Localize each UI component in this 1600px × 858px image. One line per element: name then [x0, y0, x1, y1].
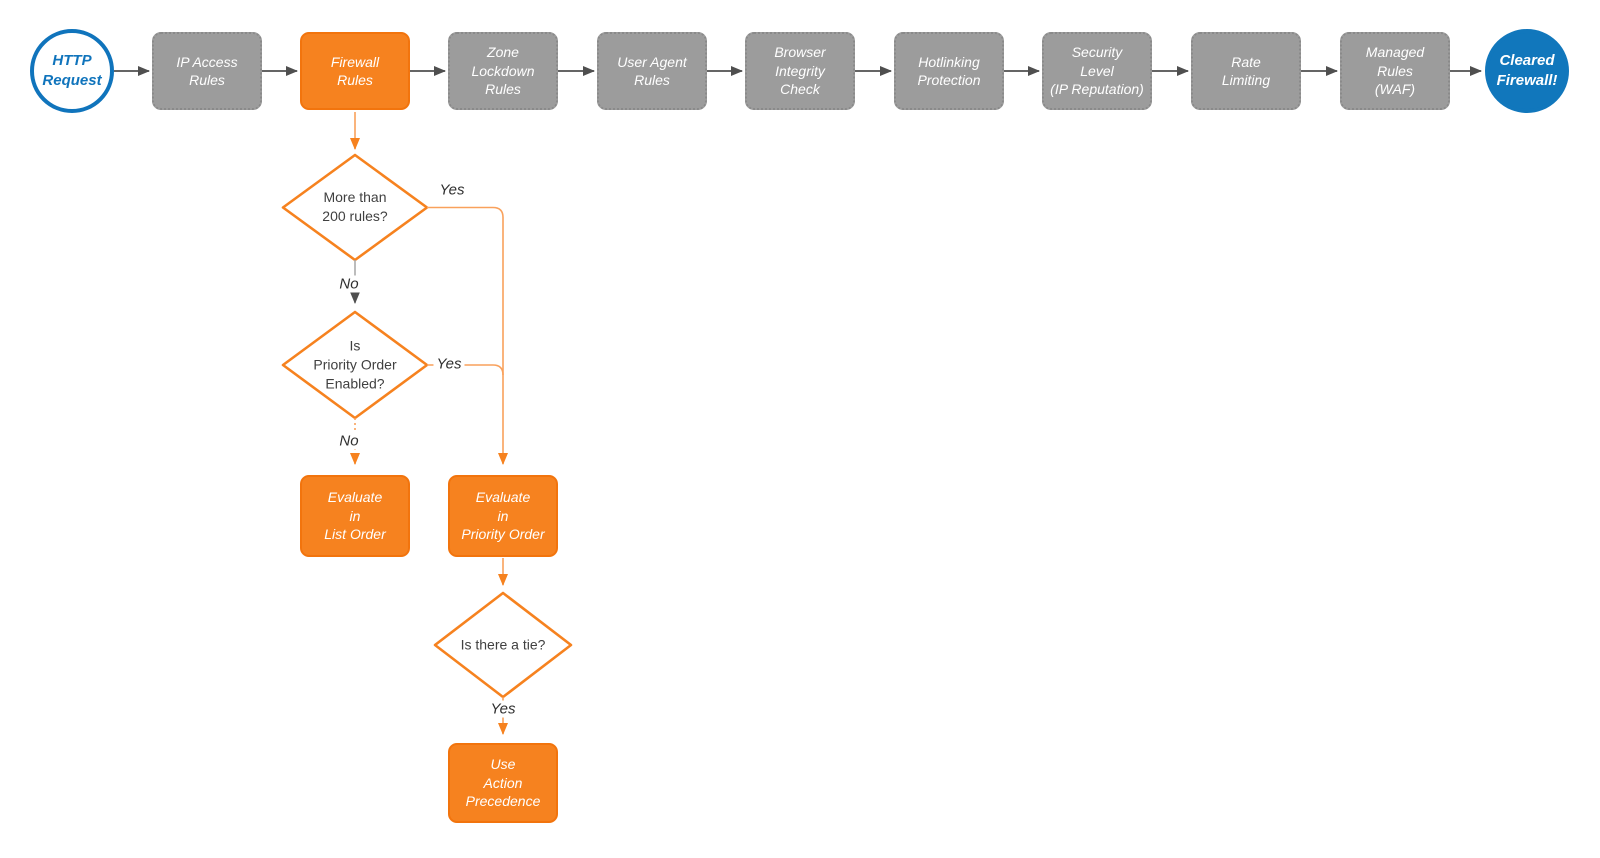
step-hotlinking-protection: Hotlinking Protection — [894, 32, 1004, 110]
edge-yes-priority-enabled-to-priority-order — [427, 364, 504, 376]
step-label: Firewall Rules — [330, 53, 380, 88]
action-label: Use Action Precedence — [465, 756, 541, 810]
start-node-http-request: HTTP Request — [30, 29, 114, 113]
edge-label-no-200-rules: No — [336, 275, 362, 293]
step-label: Browser Integrity Check — [774, 44, 826, 98]
step-ip-access-rules: IP Access Rules — [152, 32, 262, 110]
step-firewall-rules: Firewall Rules — [300, 32, 410, 110]
step-zone-lockdown-rules: Zone Lockdown Rules — [448, 32, 558, 110]
edge-label-no-priority-enabled: No — [336, 432, 362, 450]
action-evaluate-in-priority-order: Evaluate in Priority Order — [448, 475, 558, 557]
step-label: Zone Lockdown Rules — [471, 44, 535, 98]
start-node-label: HTTP Request — [42, 52, 102, 89]
decision-more-than-200-rules-label: More than 200 rules? — [322, 189, 388, 224]
action-evaluate-in-list-order: Evaluate in List Order — [300, 475, 410, 557]
step-label: Security Level (IP Reputation) — [1050, 44, 1144, 98]
edge-yes-200-rules-to-priority-order — [427, 206, 508, 465]
step-label: Rate Limiting — [1221, 53, 1271, 88]
end-node-label: Cleared Firewall! — [1496, 52, 1558, 89]
step-label: IP Access Rules — [176, 53, 238, 88]
step-browser-integrity-check: Browser Integrity Check — [745, 32, 855, 110]
action-label: Evaluate in List Order — [324, 489, 386, 543]
decision-is-there-a-tie-label: Is there a tie? — [460, 636, 546, 653]
step-rate-limiting: Rate Limiting — [1191, 32, 1301, 110]
edge-label-yes-tie: Yes — [487, 700, 519, 718]
action-label: Evaluate in Priority Order — [461, 489, 545, 543]
action-use-action-precedence: Use Action Precedence — [448, 743, 558, 823]
edge-label-yes-200-rules: Yes — [436, 181, 468, 199]
edge-label-yes-priority-enabled: Yes — [433, 355, 465, 373]
step-user-agent-rules: User Agent Rules — [597, 32, 707, 110]
end-node-cleared-firewall: Cleared Firewall! — [1485, 29, 1569, 113]
step-label: Managed Rules (WAF) — [1365, 44, 1425, 98]
step-label: User Agent Rules — [617, 53, 687, 88]
step-label: Hotlinking Protection — [917, 53, 981, 88]
decision-priority-order-enabled-label: Is Priority Order Enabled? — [313, 337, 397, 392]
step-managed-rules-waf: Managed Rules (WAF) — [1340, 32, 1450, 110]
step-security-level: Security Level (IP Reputation) — [1042, 32, 1152, 110]
